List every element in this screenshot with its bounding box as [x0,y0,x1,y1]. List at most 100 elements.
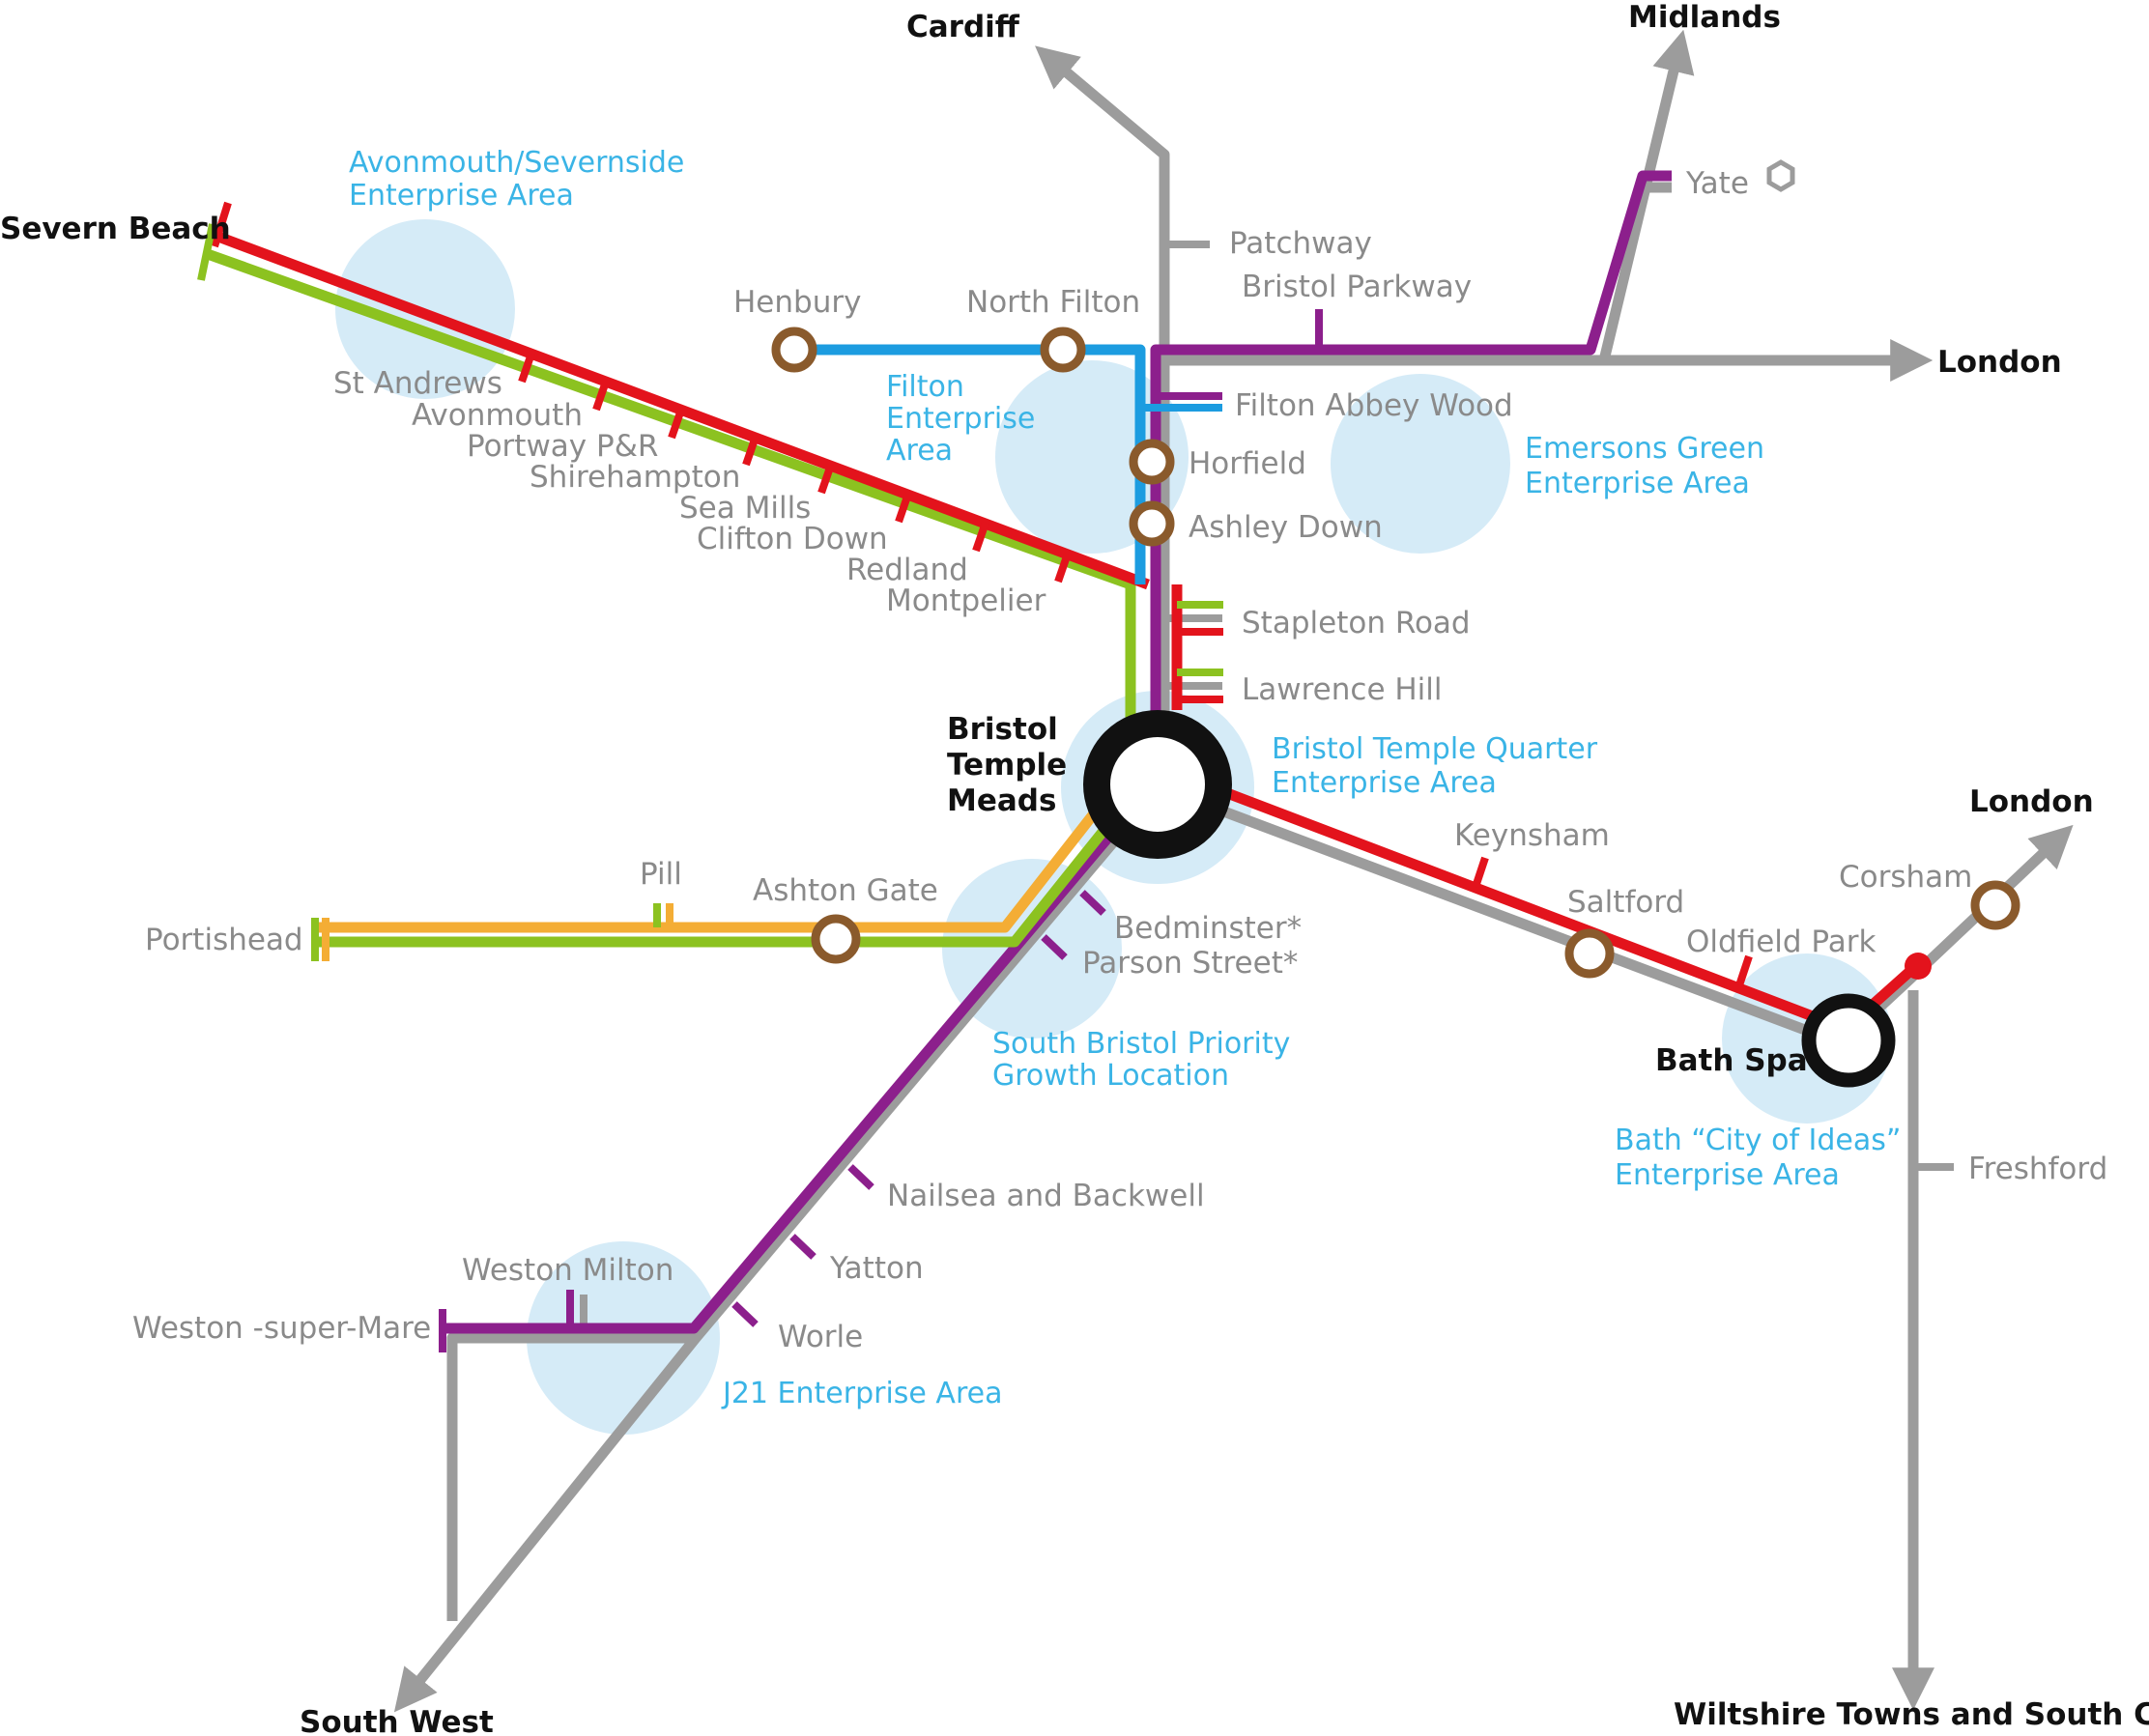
purple-lines [439,170,1672,1352]
severn-beach-green [203,247,1136,763]
cardiff-line [1035,45,1170,763]
label-bristol-parkway: Bristol Parkway [1242,270,1472,304]
label-shirehampton: Shirehampton [530,460,740,495]
label-redland: Redland [846,553,968,587]
ent-south-bristol-1: South Bristol Priority [992,1027,1290,1061]
redland-tick [972,521,989,553]
label-portway: Portway P&R [467,429,658,464]
label-clifton-down: Clifton Down [697,522,888,556]
horfield-station-ring [1129,439,1175,485]
portishead-green [319,808,1124,948]
ent-filton-2: Enterprise [886,402,1035,436]
ent-filton-1: Filton [886,370,964,404]
label-weston-super-mare: Weston -super-Mare [132,1311,431,1346]
label-nailsea: Nailsea and Backwell [887,1179,1205,1213]
ent-j21: J21 Enterprise Area [721,1377,1002,1410]
nailsea-tick [847,1164,874,1190]
label-sea-mills: Sea Mills [679,491,811,526]
label-oldfield-park: Oldfield Park [1686,925,1876,959]
label-freshford: Freshford [1968,1152,2107,1186]
dest-london-east: London [1969,784,2094,819]
oldfield-park-tick [1735,954,1753,987]
henbury-station-ring [771,327,817,373]
parson-street-tick [1041,934,1068,960]
ent-filton-3: Area [886,434,953,468]
label-parson-street: Parson Street* [1082,946,1298,981]
temple-meads-hub [1083,710,1232,859]
label-ashton-gate: Ashton Gate [753,873,938,908]
bedminster-tick [1079,890,1106,916]
severn-beach-terminus-green [197,223,216,281]
ent-bath-1: Bath “City of Ideas” [1615,1124,1901,1157]
temple-meads-label-2: Temple [947,748,1067,783]
ent-avonmouth-2: Enterprise Area [349,179,574,213]
ent-south-bristol-2: Growth Location [992,1059,1229,1093]
label-corsham: Corsham [1839,860,1972,895]
shirehampton-tick [742,435,759,467]
label-henbury: Henbury [733,285,861,320]
label-stapleton-road: Stapleton Road [1242,606,1471,640]
midlands-line [1598,29,1695,362]
label-pill: Pill [640,857,682,892]
dest-midlands: Midlands [1628,0,1781,35]
temple-meads-label-1: Bristol [947,712,1058,747]
emersons-green-enterprise-circle [1331,374,1510,554]
ent-bath-2: Enterprise Area [1615,1158,1840,1192]
temple-meads-label-3: Meads [947,783,1056,818]
proposed-stations [771,327,2020,979]
weston-line [443,798,1143,1334]
portway-tick [668,408,685,440]
label-bedminster: Bedminster* [1114,911,1302,946]
destination-labels: Cardiff Midlands London London South Wes… [300,0,2149,1736]
ent-temple-quarter-2: Enterprise Area [1272,766,1497,800]
label-ashley-down: Ashley Down [1189,510,1383,545]
station-labels: Severn Beach St Andrews Avonmouth Portwa… [0,166,2107,1354]
label-severn-beach: Severn Beach [0,212,231,246]
enterprise-labels: Avonmouth/Severnside Enterprise Area Fil… [349,146,1901,1410]
label-st-andrews: St Andrews [333,366,502,401]
label-north-filton: North Filton [966,285,1140,320]
label-filton-abbey-wood: Filton Abbey Wood [1235,388,1513,423]
yate-hexagon-icon [1766,159,1795,192]
dest-cardiff: Cardiff [906,10,1020,44]
dest-london-north: London [1937,345,2062,380]
corsham-station-ring [1970,880,2020,930]
severn-beach-line [197,201,1150,763]
label-horfield: Horfield [1189,446,1306,481]
dest-south-west: South West [300,1705,494,1736]
label-montpelier: Montpelier [886,583,1046,618]
dest-wiltshire: Wiltshire Towns and South Coast [1674,1697,2149,1732]
st-andrews-tick [518,352,535,384]
portishead-line [311,769,1131,961]
clifton-down-tick [895,492,912,524]
severn-ticks [518,352,1072,583]
weston-loop-line [446,1332,696,1621]
keynsham-tick [1472,856,1489,889]
north-filton-station-ring [1040,327,1086,373]
label-portishead: Portishead [145,923,303,957]
montpelier-tick [1054,552,1072,583]
ashton-gate-station-ring [811,914,861,964]
label-avonmouth: Avonmouth [412,398,583,433]
label-weston-milton: Weston Milton [462,1253,673,1288]
label-worle: Worle [778,1320,863,1354]
ashley-down-station-ring [1129,500,1175,547]
portishead-orange [319,769,1131,933]
worle-tick [731,1301,759,1327]
saltford-station-ring [1564,928,1615,979]
east-bristol-ticks [1171,584,1223,710]
label-saltford: Saltford [1567,885,1684,920]
ent-emersons-2: Enterprise Area [1525,467,1750,500]
ent-temple-quarter-1: Bristol Temple Quarter [1272,732,1598,766]
yatton-tick [789,1234,817,1260]
label-yatton: Yatton [829,1251,924,1286]
ent-avonmouth-1: Avonmouth/Severnside [349,146,684,180]
sea-mills-tick [817,463,835,495]
bath-spa-hub [1801,993,1896,1088]
ent-emersons-1: Emersons Green [1525,432,1764,466]
label-keynsham: Keynsham [1454,818,1610,853]
hub-labels: Bristol Temple Meads Bath Spa [947,712,1808,1078]
severn-beach-terminus-red [211,201,232,248]
bath-spa-label: Bath Spa [1655,1043,1808,1078]
